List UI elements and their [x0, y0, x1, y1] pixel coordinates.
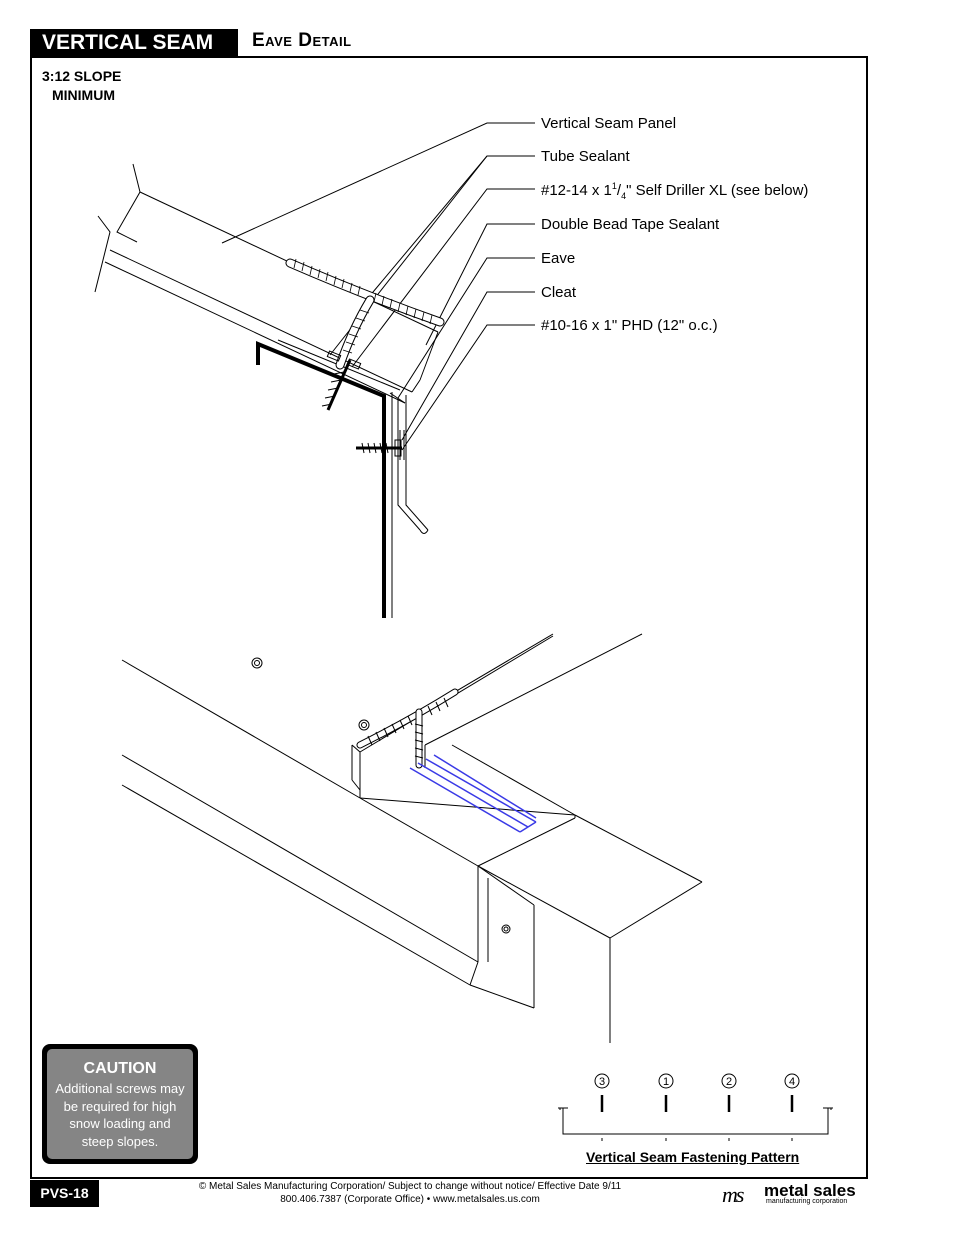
self-driller-screw: [321, 359, 352, 411]
callout-cleat: Cleat: [541, 284, 577, 301]
callout-self-driller-num: 1: [611, 181, 617, 191]
slope-note: 3:12 SLOPE MINIMUM: [42, 67, 121, 105]
caution-box: CAUTION Additional screws may be require…: [42, 1044, 198, 1164]
callout-panel: Vertical Seam Panel: [541, 115, 677, 132]
logo-name: metal sales: [764, 1181, 856, 1200]
callout-self-driller-den: 4: [621, 191, 627, 201]
screw-number-1: 3: [599, 1076, 605, 1088]
drawing-frame: [30, 56, 868, 1179]
fastening-number-circles: [594, 1073, 800, 1089]
logo-mark: ms: [722, 1182, 744, 1207]
leader-lines: [221, 122, 535, 451]
callout-tape-sealant: Double Bead Tape Sealant: [541, 216, 720, 233]
callout-eave: Eave: [541, 250, 576, 267]
caution-title: CAUTION: [83, 1060, 157, 1077]
page-title: VERTICAL SEAM: [30, 29, 238, 56]
footer-line1: © Metal Sales Manufacturing Corporation/…: [198, 1181, 622, 1192]
callout-self-driller: #12-14 x 11/4" Self Driller XL (see belo…: [541, 181, 809, 201]
footer: © Metal Sales Manufacturing Corporation/…: [160, 1180, 660, 1206]
page-id: PVS-18: [30, 1180, 99, 1207]
screw-number-3: 2: [726, 1076, 732, 1088]
isometric-eave-view: [121, 633, 703, 1043]
phd-screw: [356, 439, 402, 457]
cleat: [397, 395, 429, 534]
tube-sealant-ridges: [293, 258, 433, 354]
fastening-pattern-title: Vertical Seam Fastening Pattern: [586, 1149, 800, 1165]
screw-number-4: 4: [789, 1076, 795, 1088]
eave-trim: [256, 341, 393, 618]
caution-body: Additional screws may be required for hi…: [55, 1081, 185, 1149]
screw-number-2: 1: [663, 1076, 669, 1088]
double-bead-tape: [409, 754, 537, 833]
page-subtitle: Eave Detail: [252, 30, 352, 51]
callout-self-driller-post: " Self Driller XL (see below): [626, 182, 809, 199]
fastening-screws: [600, 1095, 794, 1112]
fastening-pattern-panel: [558, 1107, 833, 1143]
callout-self-driller-pre: #12-14 x 1: [541, 182, 612, 199]
slope-note-line1: 3:12 SLOPE: [42, 68, 122, 84]
isometric-sealant-bead: [356, 688, 459, 769]
slope-note-line2: MINIMUM: [52, 87, 115, 103]
logo-tagline: manufacturing corporation: [766, 1198, 848, 1205]
callout-tube-sealant: Tube Sealant: [541, 148, 630, 165]
footer-line2: 800.406.7387 (Corporate Office) • www.me…: [280, 1194, 540, 1205]
callout-phd: #10-16 x 1" PHD (12" o.c.): [541, 317, 718, 334]
